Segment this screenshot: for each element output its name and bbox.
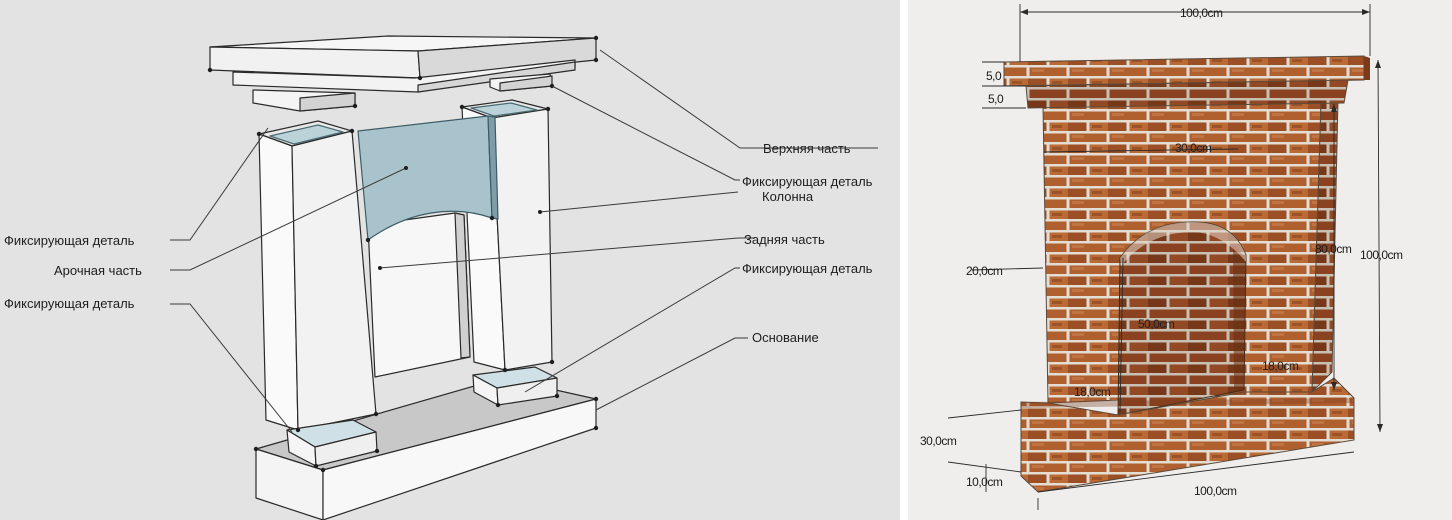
label-base: Основание [752,330,819,345]
fireplace-shelf [1003,55,1370,109]
dim-opening-top-width: 30,0cm [1175,141,1212,155]
label-fixing-part-upper-left: Фиксирующая деталь [4,233,135,248]
label-fixing-part-mid-right: Фиксирующая деталь [742,261,873,276]
top-fixing-block-left [252,89,356,112]
label-top-part: Верхняя часть [763,141,851,156]
dim-opening-side-left: 18,0cm [1074,385,1111,399]
exploded-fireplace-diagram: Верхняя часть Фиксирующая деталь Колонна… [0,0,900,520]
dim-side-width: 20,0cm [966,264,1003,278]
dimension-lines [947,4,1381,510]
label-back-part: Задняя часть [744,232,825,247]
back-panel-part [367,212,471,378]
dim-opening-side-right: 18,0cm [1262,359,1299,373]
vertex-dots [207,35,599,473]
brick-model-drawing: 100,0cm 5,0 5,0 30,0cm 20,0cm 80,0cm 100… [908,0,1452,520]
brick-fireplace-model: 100,0cm 5,0 5,0 30,0cm 20,0cm 80,0cm 100… [908,0,1452,520]
dim-opening-height: 50,0cm [1138,317,1175,331]
fireplace-opening [1117,221,1247,416]
left-column-part [258,120,377,431]
dim-base-width: 100,0cm [1194,484,1237,498]
label-fixing-part-top-right: Фиксирующая деталь [742,174,873,189]
top-shelf-lower-tier [232,59,576,93]
label-arch-part: Арочная часть [54,263,142,278]
top-shelf-part [209,35,597,79]
dim-top-width: 100,0cm [1180,6,1223,20]
label-column: Колонна [762,189,814,204]
base-fixing-block-right [472,366,558,406]
dim-body-height: 80,0cm [1315,242,1352,256]
dim-shelf-thickness-1: 5,0 [986,69,1002,83]
leader-lines [170,49,878,433]
dimension-arrows [1020,9,1383,432]
leader-end-dots [378,166,542,270]
exploded-diagram-drawing: Верхняя часть Фиксирующая деталь Колонна… [4,35,878,520]
dim-shelf-thickness-2: 5,0 [988,92,1004,106]
arch-part [357,115,499,241]
dim-total-height: 100,0cm [1360,248,1403,262]
dim-base-height: 10,0cm [966,475,1003,489]
dim-base-depth: 30,0cm [920,434,957,448]
label-fixing-part-lower-left: Фиксирующая деталь [4,296,135,311]
base-fixing-block-left [286,419,378,467]
